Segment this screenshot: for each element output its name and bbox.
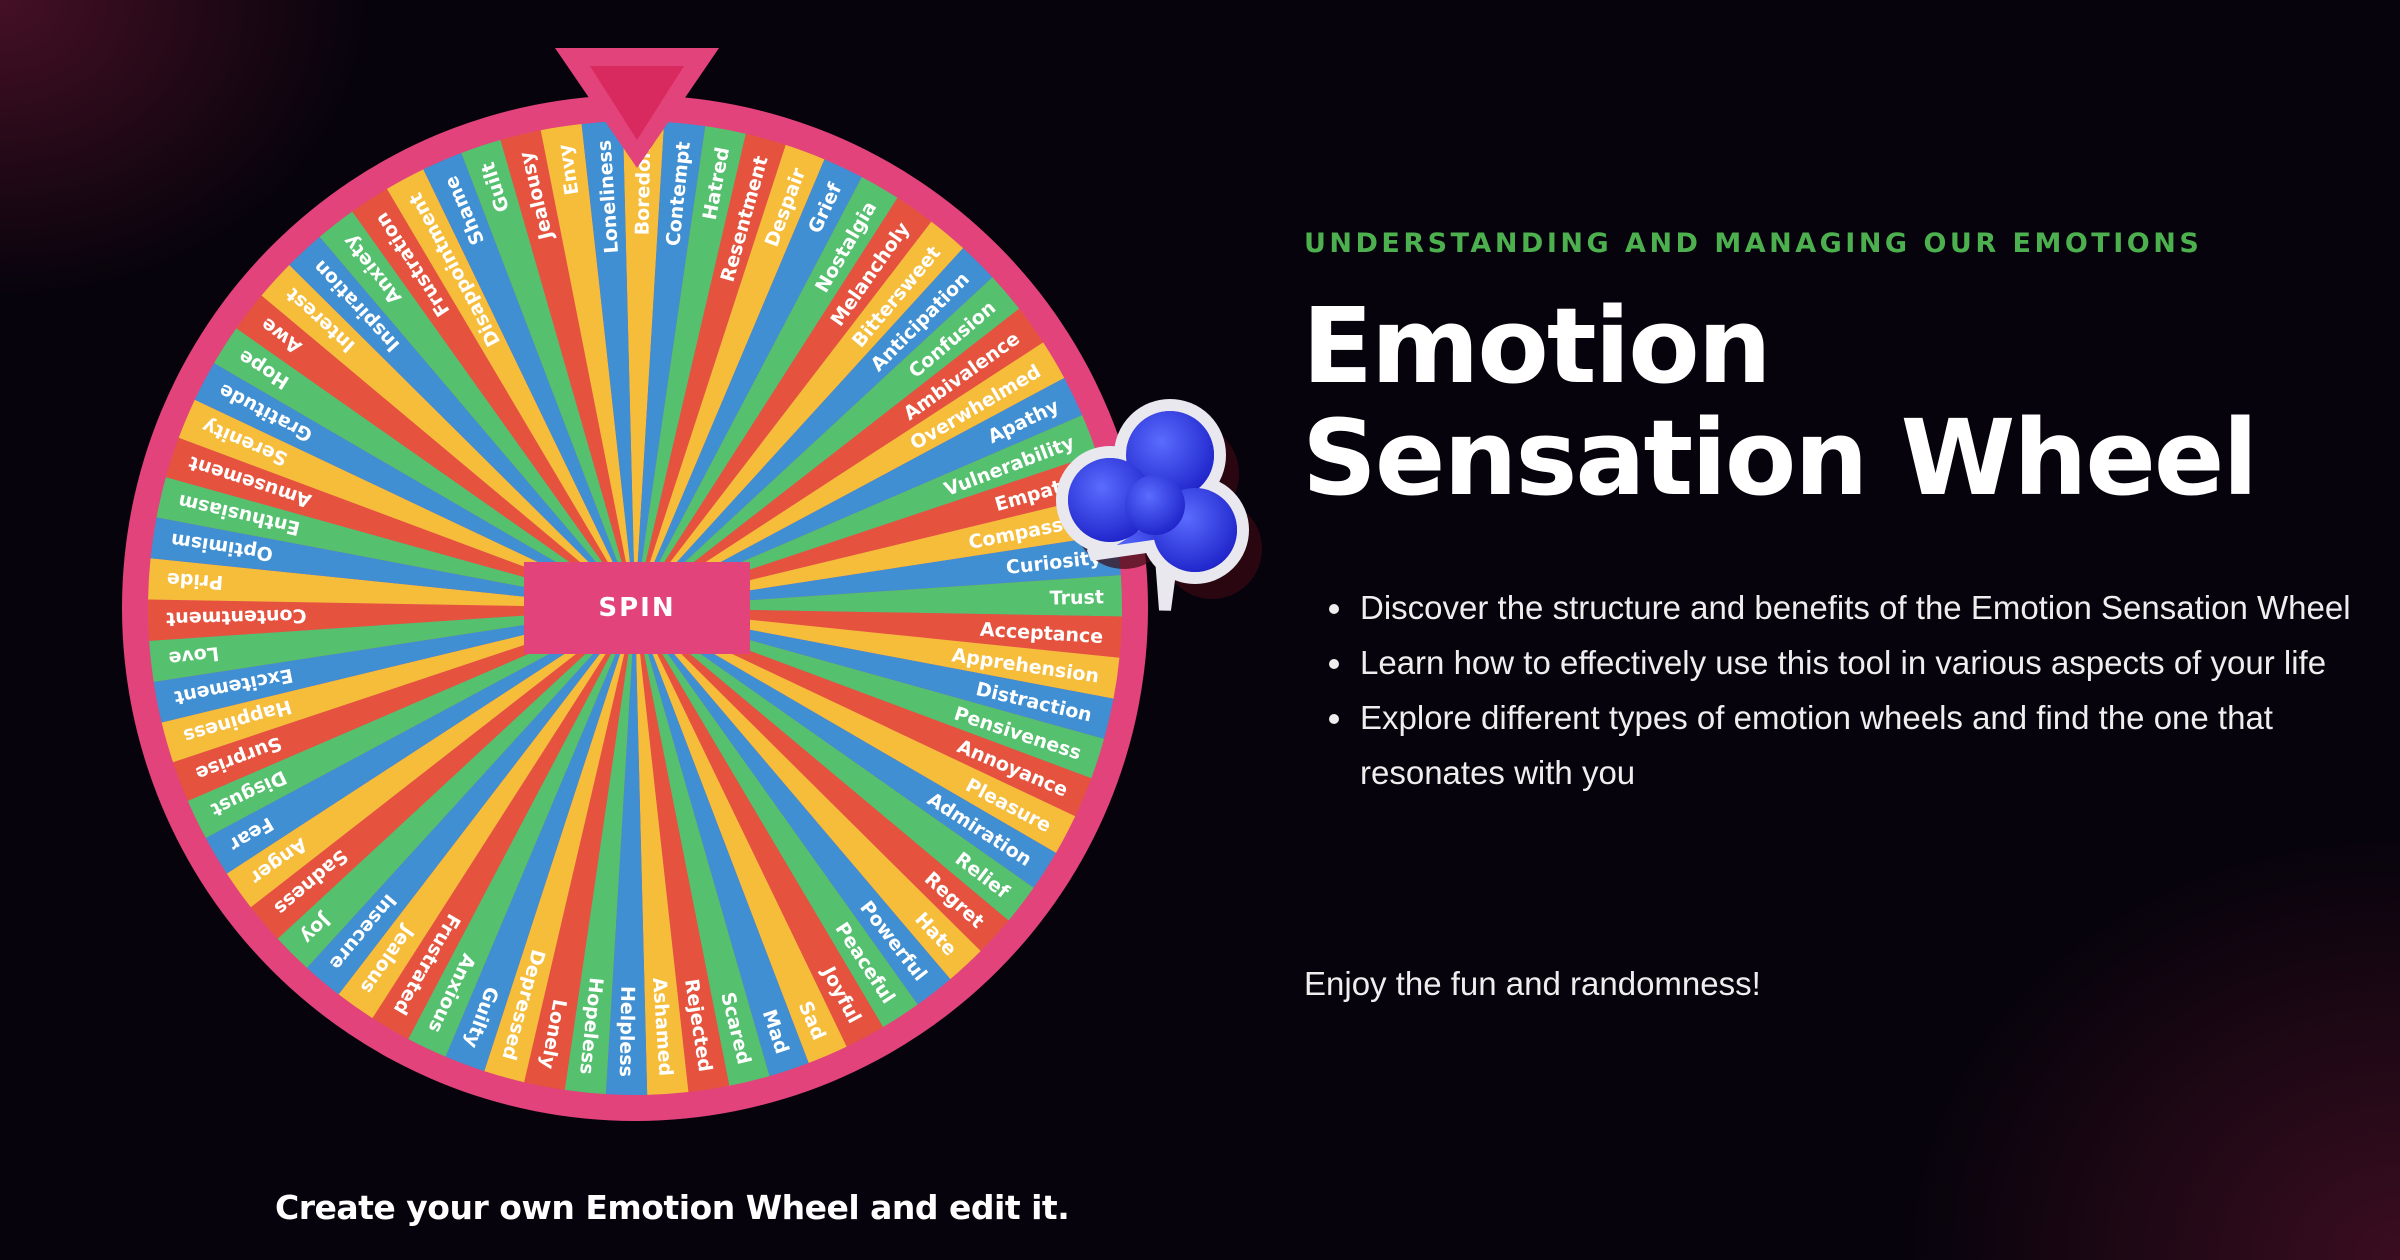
wheel-segment [484,608,635,1083]
wheel-segment [386,169,635,608]
wheel-label: Love [168,642,221,669]
wheel-segment [635,608,981,980]
wheel-segment [173,608,635,801]
wheel-segment [635,608,1034,921]
wheel-segment [635,493,1117,608]
wheel-label: Contentment [166,604,307,630]
wheel-segment [306,608,635,995]
wheel-segment [205,608,635,874]
wheel-segment [150,517,635,608]
wheel-segment [423,153,635,609]
wheel-segment [165,437,635,608]
wheel-segment [635,608,918,1028]
wheel-segment [635,377,1083,608]
wheel-segment [635,159,862,608]
create-wheel-caption[interactable]: Create your own Emotion Wheel and edit i… [275,1188,1070,1227]
wheel-segment [622,120,665,608]
wheel-segment [635,608,809,1077]
wheel-segment [194,363,635,608]
wheel-segment [635,177,898,608]
wheel-segment [635,197,932,609]
blue-club-clover-icon [1056,399,1262,611]
wheel-segment [635,308,1044,608]
wheel-segment [635,608,1009,952]
wheel-segment [408,608,635,1057]
wheel-segment [178,399,635,608]
wheel-segment [500,130,635,609]
wheel-segment [581,121,635,608]
wheel-segment [277,608,635,968]
wheel-segment [445,608,635,1072]
wheel-segment [635,608,1120,699]
wheel-segment [635,221,964,608]
wheel-segment [635,144,825,609]
wheel-segment [161,608,635,763]
wheel-segment [635,534,1121,608]
wheel-segment [156,477,635,608]
page-title: Emotion Sensation Wheel [1302,285,2258,519]
benefits-list: Discover the structure and benefits of t… [1326,580,2356,800]
list-item: Explore different types of emotion wheel… [1356,690,2356,800]
wheel-segment [461,139,635,608]
wheel-segment [635,608,730,1093]
wheel-segment [635,608,847,1063]
section-eyebrow: UNDERSTANDING AND MANAGING OUR EMOTIONS [1304,228,2203,259]
wheel-segment [250,608,635,939]
wheel-segment [635,126,746,608]
wheel-segment [635,277,1020,608]
wheel-segment [635,608,1122,658]
wheel-segments [148,120,1122,1096]
wheel-label: Trust [1049,586,1104,609]
wheel-segment [261,264,635,608]
wheel-label: Pride [166,568,224,593]
wheel-segment [635,608,884,1047]
wheel-segment [635,608,1056,888]
wheel-segment [187,608,635,839]
wheel-segment [635,453,1109,608]
wheel-segment [605,608,648,1096]
wheel-segment [635,415,1097,608]
wheel-segment [635,133,786,608]
wheel-segment [153,608,635,723]
wheel-segment [635,608,1105,779]
wheel-segment [236,295,635,608]
wheel-segment [149,608,635,682]
wheel-segment [289,236,635,608]
list-item: Discover the structure and benefits of t… [1356,580,2356,635]
wheel-segment [372,608,635,1039]
wheel-segment [319,211,635,609]
wheel-segment [524,608,635,1090]
wheel-segment [214,328,636,608]
wheel-segment [635,608,1114,739]
wheel-segment [338,608,635,1019]
list-item: Learn how to effectively use this tool i… [1356,635,2356,690]
wheel-segment [635,575,1122,617]
wheel-segment [635,608,689,1095]
wheel-segment [635,608,1092,817]
spin-button[interactable]: SPIN [524,562,750,654]
wheel-segment [635,121,706,608]
wheel-segment [635,342,1065,608]
wheel-segment [635,248,993,608]
wheel-pointer-inner [590,66,684,140]
wheel-segment [635,608,770,1086]
wheel-segment [564,608,635,1095]
closing-text: Enjoy the fun and randomness! [1304,965,1761,1002]
wheel-label: Helpless [615,986,639,1077]
wheel-segment [226,608,635,908]
wheel-segment [148,599,635,641]
wheel-segment [540,123,635,609]
wheel-segment [148,558,636,608]
wheel-segment [635,608,951,1005]
wheel-segment [635,608,1076,853]
wheel-segment [352,188,635,608]
